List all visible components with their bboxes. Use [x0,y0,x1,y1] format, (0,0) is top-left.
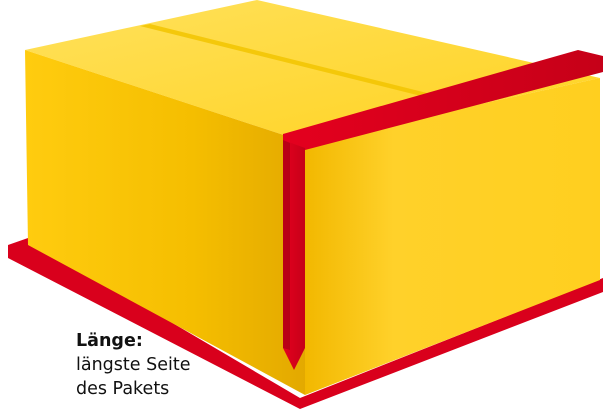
length-label: Länge: längste Seite des Pakets [76,329,190,401]
length-label-description-line2: des Pakets [76,379,170,399]
box-front-face [25,50,305,395]
box-tape-seam [140,24,455,102]
box-right-face [305,78,600,395]
length-label-title: Länge: [76,331,143,351]
length-label-description-line1: längste Seite [76,355,191,375]
length-band-vertical-shade [283,140,290,350]
length-band-top [283,50,603,150]
